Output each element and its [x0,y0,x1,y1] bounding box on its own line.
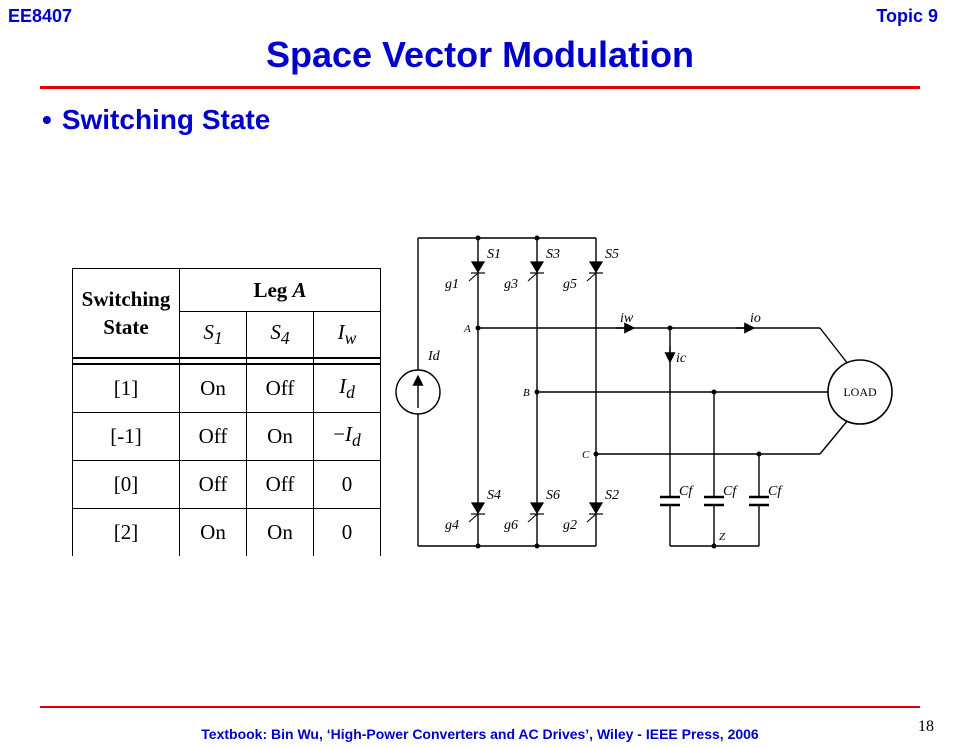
gate-label-g3: g3 [504,277,518,292]
node-label-a: A [463,323,471,335]
current-label-io: io [750,311,761,326]
cap-label-2: Cf [723,484,738,499]
switch-label-s4: S4 [487,488,501,503]
gate-label-g6: g6 [504,518,518,533]
table-row: [0] Off Off 0 [72,460,381,509]
node-label-b: B [523,387,530,399]
cell-s1: On [179,363,247,413]
footer-textbook: Textbook: Bin Wu, ‘High-Power Converters… [201,726,759,742]
cell-state: [0] [72,460,180,509]
switching-state-table: Switching State Leg A S1 S4 Iw [1] On Of… [72,268,381,556]
bullet-item: • Switching State [42,104,270,136]
cap-label-3: Cf [768,484,783,499]
header-s4: S4 [246,311,314,359]
slide-title: Space Vector Modulation [265,34,695,75]
cell-s1: On [179,508,247,556]
cell-iw: 0 [313,460,381,509]
table-row: [2] On On 0 [72,508,381,556]
source-label: Id [427,349,441,364]
cell-s4: On [246,412,314,461]
header-s1: S1 [179,311,247,359]
page-number: 18 [918,718,934,735]
load-lead-c [819,419,849,455]
cell-state: [-1] [72,412,180,461]
load-circle [827,359,893,425]
current-label-ic: ic [676,351,687,366]
gate-label-g4: g4 [445,518,459,533]
cell-s4: Off [246,460,314,509]
header-leg-a: Leg A [179,268,381,312]
table-separator [72,357,381,365]
cell-s4: Off [246,363,314,413]
cell-s4: On [246,508,314,556]
current-label-iw: iw [620,311,634,326]
switch-label-s3: S3 [546,247,560,262]
load-label: LOAD [843,385,877,399]
title-divider [40,86,920,89]
cell-iw: Id [313,363,381,413]
gate-label-g1: g1 [445,277,459,292]
cell-state: [1] [72,363,180,413]
table-row: [1] On Off Id [72,363,381,413]
header-switching-state: Switching State [72,268,180,359]
cap-label-1: Cf [679,484,694,499]
switch-label-s2: S2 [605,488,619,503]
footer-divider [40,706,920,708]
topic-label: Topic 9 [876,6,938,26]
node-label-c: C [582,449,590,461]
cell-s1: Off [179,412,247,461]
switch-label-s1: S1 [487,247,501,262]
gate-label-g2: g2 [563,518,577,533]
cell-iw: 0 [313,508,381,556]
cell-s1: Off [179,460,247,509]
bullet-text: Switching State [61,104,271,135]
table-row: [-1] Off On −Id [72,412,381,461]
bullet-dot: • [42,104,52,135]
current-source-icon [395,369,441,415]
gate-label-g5: g5 [563,277,577,292]
cell-state: [2] [72,508,180,556]
inverter-circuit-diagram: LOAD Id S1 S3 S5 g1 g3 g5 S4 S6 S2 g4 g6… [395,235,893,549]
header-state-line2: State [103,315,149,339]
cell-iw: −Id [313,412,381,461]
switch-label-s6: S6 [546,488,560,503]
node-label-z: Z [719,531,726,543]
load-lead-a [819,327,849,365]
switch-label-s5: S5 [605,247,619,262]
header-state-line1: Switching [81,287,171,311]
course-code: EE8407 [8,6,73,26]
header-iw: Iw [313,311,381,359]
